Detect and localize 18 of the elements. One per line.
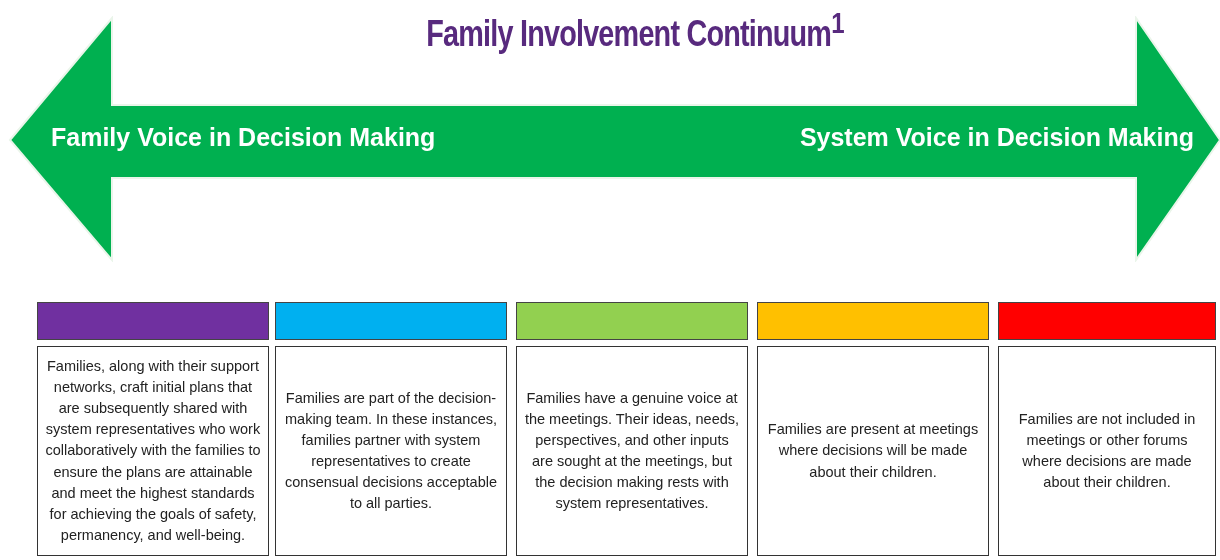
description-box: [275, 346, 507, 556]
title: Family Involvement Continuum$^{1}$: [425, 6, 845, 55]
arrow-label: System Voice in Decision Making: [799, 123, 1194, 152]
arrow-label: Family Voice in Decision Making: [51, 123, 436, 152]
description-text: Families are present at meetings where decisions will be made about their children.: [766, 420, 980, 482]
color-bar: [37, 302, 269, 340]
description-box: [516, 346, 748, 556]
description-box: [37, 346, 269, 556]
description-box: [757, 346, 989, 556]
description-text: Families, along with their support networks, craft initial plans that are subsequently shared with system representatives who work collaboratively with the families to ensure the plans are attainable and meet the highest standards for achieving the goals of safety, permanency, and well-being.: [44, 357, 262, 545]
color-bar: [757, 302, 989, 340]
color-bar: [516, 302, 748, 340]
description-text: Families are not included in meetings or other forums where decisions are made about their children.: [1017, 409, 1197, 492]
description-box: [998, 346, 1216, 556]
color-bar: [275, 302, 507, 340]
description-text: Families have a genuine voice at the meetings. Their ideas, needs, perspectives, and other inputs are sought at the meetings, but the decision making rests with system representatives.: [523, 388, 741, 514]
color-bar: [998, 302, 1216, 340]
description-text: Families are part of the decision-making team. In these instances, families partner with system representatives to create consensual decisions acceptable to all parties.: [284, 388, 498, 514]
